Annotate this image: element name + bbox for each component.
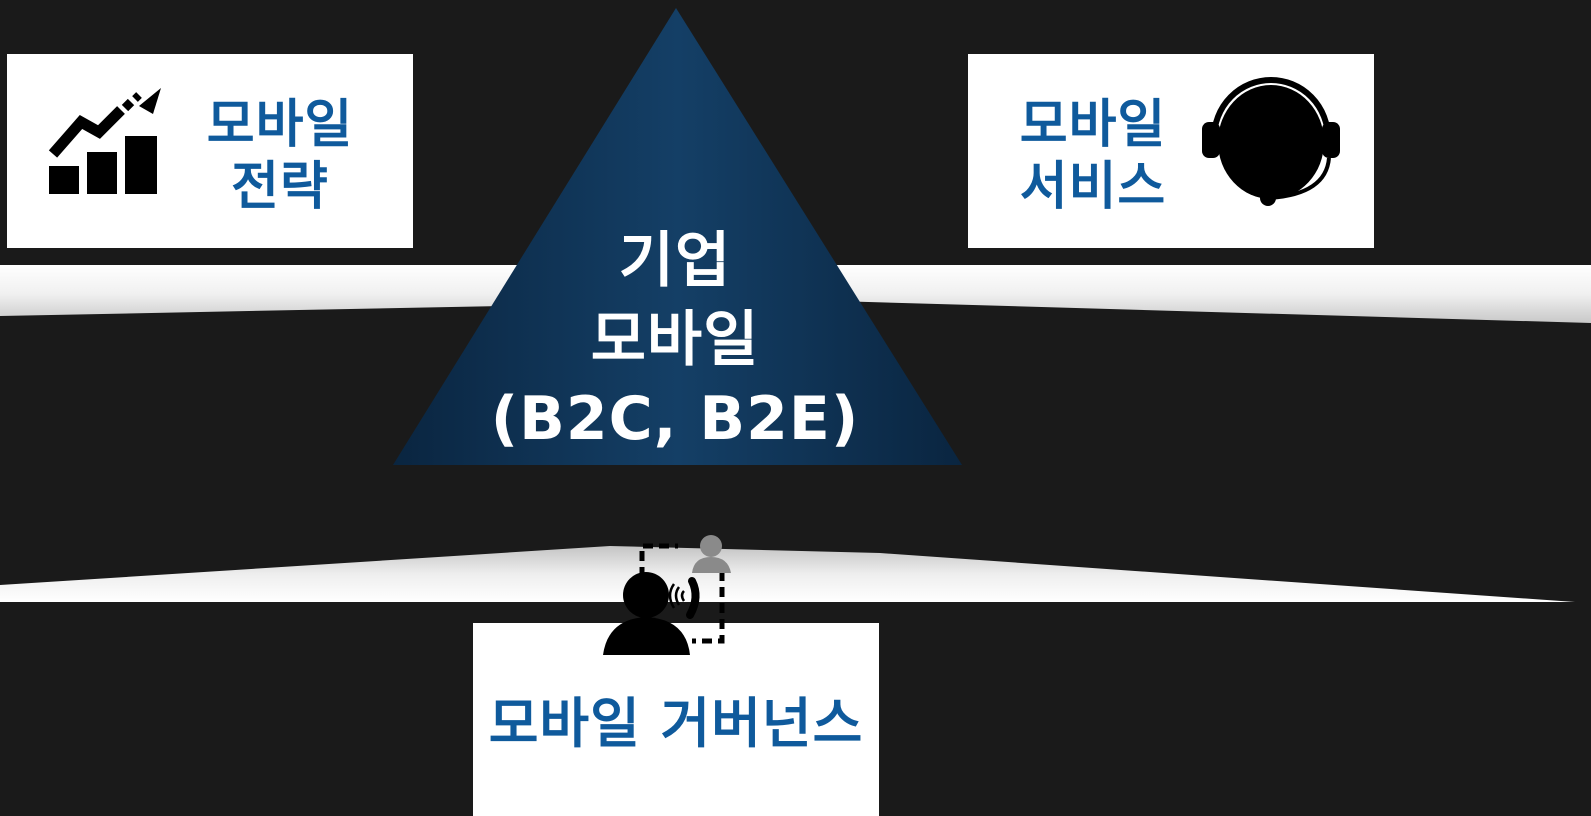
center-label-line1: 기업: [618, 226, 732, 296]
caller-network-icon: [603, 535, 731, 655]
center-label-line3: (B2C, B2E): [490, 384, 860, 454]
governance-card: 모바일 거버넌스: [473, 623, 879, 816]
service-label: 모바일 서비스: [998, 94, 1188, 218]
service-card: 모바일 서비스: [968, 54, 1374, 248]
lower-band: [0, 546, 1575, 602]
service-label-line2: 서비스: [1019, 157, 1167, 217]
center-label-line2: 모바일: [590, 305, 760, 375]
service-label-line1: 모바일: [1019, 95, 1167, 155]
governance-label: 모바일 거버넌스: [488, 692, 864, 755]
center-triangle: [393, 8, 962, 465]
headset-icon: [1202, 77, 1340, 206]
center-label: 기업 모바일 (B2C, B2E): [455, 222, 895, 459]
strategy-card: 모바일 전략: [7, 54, 413, 248]
strategy-label: 모바일 전략: [185, 94, 375, 218]
strategy-label-line2: 전략: [231, 157, 329, 217]
growth-chart-icon: [48, 88, 161, 194]
strategy-label-line1: 모바일: [206, 95, 354, 155]
